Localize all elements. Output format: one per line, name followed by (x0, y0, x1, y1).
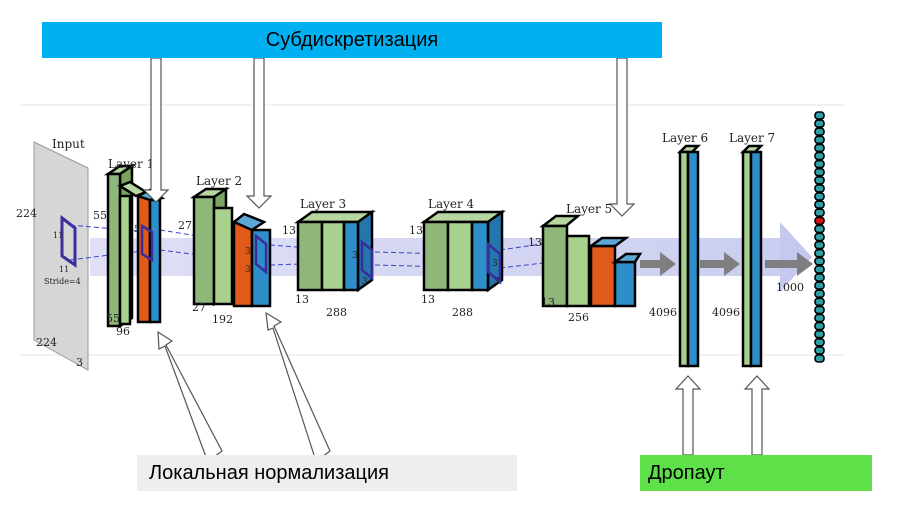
output-node (814, 273, 825, 282)
layer-5-h-bottom: 13 (541, 296, 555, 309)
layer-3-kernel-a: 3 (352, 251, 358, 261)
layer-2-depth: 192 (212, 313, 233, 326)
layer-3-h-top: 13 (282, 224, 296, 237)
input-kernel-label-b: 11 (59, 265, 69, 274)
output-node (814, 337, 825, 347)
output-node (814, 256, 825, 266)
input-stride: Stride=4 (44, 277, 81, 286)
dropout-banner: Дропаут (640, 455, 872, 491)
layer-1-h-bottom: 55 (106, 312, 120, 325)
input-size-bottom: 224 (36, 336, 57, 349)
output-node (814, 143, 825, 153)
layer-6-units: 4096 (649, 306, 677, 319)
input-block: Input 224 224 3 11 11 Stride=4 (16, 137, 89, 371)
output-node (814, 216, 825, 226)
layer-4-h-bottom: 13 (421, 293, 435, 306)
layer-3-h-bottom: 13 (295, 293, 309, 306)
layer-3-depth: 288 (326, 306, 347, 319)
layer-7-block (739, 144, 765, 368)
layer-1-block (103, 163, 166, 329)
layer-2-title: Layer 2 (196, 174, 242, 188)
layer-5-depth: 256 (568, 311, 589, 324)
normalization-arrow-1 (157, 330, 223, 458)
layer-3-title: Layer 3 (300, 197, 346, 211)
output-node (814, 192, 825, 201)
input-title: Input (52, 137, 85, 151)
dropout-arrow-2 (743, 375, 771, 456)
layer-4-title: Layer 4 (428, 197, 475, 211)
output-node (814, 127, 825, 136)
output-node (814, 321, 825, 331)
output-nodes (814, 111, 825, 363)
subsampling-arrows (142, 57, 636, 217)
layer-2-h-top: 27 (178, 219, 192, 232)
output-node (814, 329, 825, 339)
layer-1-depth: 96 (116, 325, 130, 338)
output-node (814, 281, 825, 290)
output-node (814, 167, 825, 177)
input-kernel-label-a: 11 (53, 231, 63, 240)
subsampling-banner: Субдискретизация (42, 22, 662, 58)
layer-6-block (676, 144, 702, 368)
layer-4-kernel-a: 3 (492, 259, 498, 269)
output-node (814, 248, 825, 258)
layer-3-kernel-b: 3 (362, 277, 368, 287)
output-node (814, 176, 825, 185)
output-node (814, 240, 825, 250)
layer-2-kernel-b: 3 (245, 265, 251, 275)
output-node (814, 354, 825, 363)
subsampling-arrow-3 (608, 57, 636, 217)
layer-4-block (420, 209, 506, 293)
output-node (814, 151, 825, 161)
dropout-arrow-1 (674, 375, 702, 456)
layer-7-title: Layer 7 (729, 131, 775, 145)
output-node (814, 305, 825, 315)
layer-5-h-top: 13 (528, 236, 542, 249)
layer-5-title: Layer 5 (566, 202, 612, 216)
output-node (814, 265, 825, 274)
layer-4-kernel-b: 3 (494, 277, 500, 287)
output-node (814, 346, 825, 355)
output-node (814, 232, 825, 242)
output-node (814, 297, 825, 307)
output-node (814, 208, 825, 217)
layer-1-h-top: 55 (93, 209, 107, 222)
normalization-arrows (157, 311, 331, 459)
layer-5-block (539, 214, 643, 308)
layer-1-title: Layer 1 (108, 157, 154, 171)
input-depth: 3 (76, 356, 83, 369)
normalization-banner: Локальная нормализация (137, 455, 517, 491)
output-node (814, 313, 825, 323)
output-units: 1000 (776, 281, 804, 294)
normalization-arrow-2 (265, 311, 331, 459)
layer-2-block (189, 186, 272, 308)
output-node (814, 119, 825, 128)
layer-6-title: Layer 6 (662, 131, 708, 145)
output-node (814, 135, 825, 145)
layer-1-kernel: 5 (134, 225, 140, 235)
output-node (814, 200, 825, 209)
input-size-left: 224 (16, 207, 37, 220)
output-node (814, 224, 825, 234)
subsampling-arrow-1 (142, 57, 170, 203)
fc-arrows (640, 252, 813, 276)
output-node (814, 111, 825, 120)
output-node (814, 184, 825, 193)
subsampling-arrow-2 (245, 57, 273, 209)
layer-2-h-bottom: 27 (192, 301, 206, 314)
layer-4-h-top: 13 (409, 224, 423, 237)
output-node (814, 289, 825, 299)
layer-3-block (294, 209, 376, 293)
layer-7-units: 4096 (712, 306, 740, 319)
output-node (814, 159, 825, 169)
layer-2-kernel-a: 3 (245, 247, 251, 257)
dropout-arrows (674, 375, 771, 456)
layer-4-depth: 288 (452, 306, 473, 319)
